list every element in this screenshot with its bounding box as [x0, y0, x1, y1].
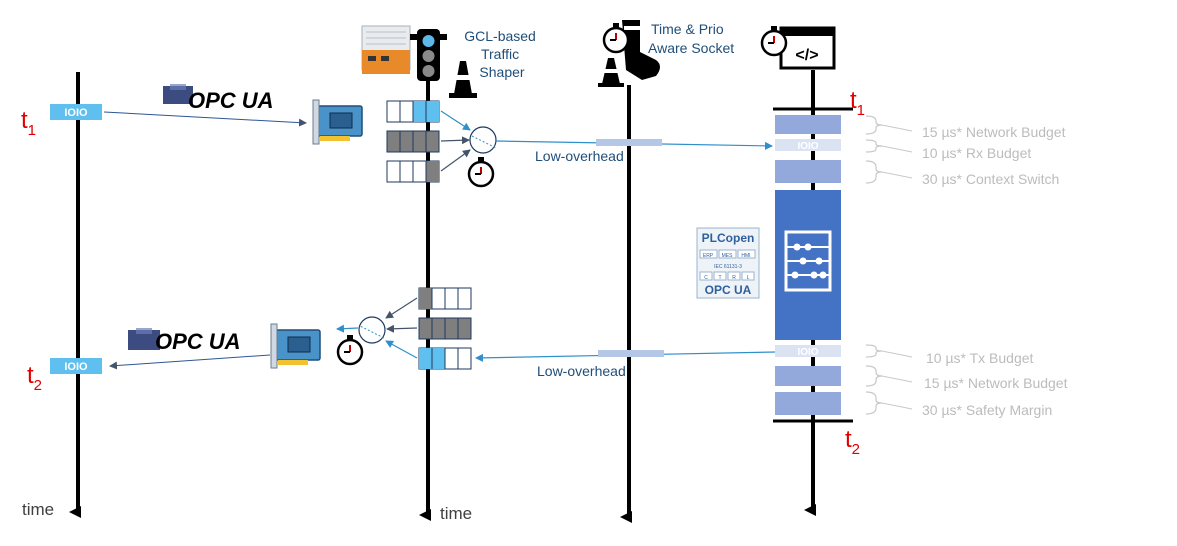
shaper-label: GCL-based Traffic Shaper [464, 28, 539, 80]
code-window-icon: </> [779, 26, 836, 70]
opcua-logo-bottom: OPC UA [128, 328, 241, 354]
t2-left-label: t2 [27, 362, 42, 394]
budget-label-safety-margin: 30 µs* Safety Margin [922, 402, 1052, 418]
nic-card-icon [312, 99, 363, 145]
traffic-light-icon [410, 29, 447, 81]
bar-network-budget-in [775, 115, 841, 134]
queue-top-2 [386, 130, 440, 153]
arrow-packet-to-nic [103, 111, 307, 127]
budget-label-rx: 10 µs* Rx Budget [922, 145, 1031, 161]
budget-label-network-out: 15 µs* Network Budget [924, 375, 1068, 391]
socket-label: Time & Prio Aware Socket [648, 21, 734, 56]
svg-text:OPC UA: OPC UA [188, 88, 274, 113]
svg-text:T: T [718, 275, 721, 281]
budget-label-network-in: 15 µs* Network Budget [922, 124, 1066, 140]
bar-rx-packet [775, 139, 841, 151]
plcopen-title: PLCopen [702, 231, 755, 245]
bar-tx-packet [775, 345, 841, 357]
socket-slot-tx [598, 350, 664, 357]
svg-text:HMI: HMI [741, 253, 750, 259]
traffic-cone-icon [449, 61, 477, 98]
socket-slot-rx [596, 139, 662, 146]
plcopen-footer: OPC UA [705, 283, 752, 297]
bar-network-budget-out [775, 366, 841, 386]
svg-text:R: R [732, 275, 736, 281]
packet-t2-label: IOIO [64, 361, 88, 373]
budget-label-tx: 10 µs* Tx Budget [926, 350, 1034, 366]
stopwatch-icon [467, 155, 495, 188]
svg-text:MES: MES [722, 253, 734, 259]
packet-t1 [50, 104, 102, 120]
queue-top-3 [386, 160, 440, 183]
svg-text:ERP: ERP [703, 253, 714, 259]
time-label-mid: time [440, 504, 472, 523]
bar-tx-packet-label: IOIO [797, 347, 818, 358]
opcua-logo-top: OPC UA [163, 84, 274, 113]
packet-t2 [50, 358, 102, 374]
queue-bottom-1 [418, 287, 472, 310]
packet-t1-label: IOIO [64, 107, 88, 119]
svg-text:</>: </> [795, 47, 818, 64]
queue-top-1 [386, 100, 440, 123]
sock-icon [622, 20, 660, 80]
t1-left-label: t1 [21, 107, 36, 139]
svg-text:IEC 61131-3: IEC 61131-3 [714, 264, 742, 270]
nic-card-icon [270, 323, 321, 369]
low-overhead-label-bottom: Low-overhead [537, 363, 626, 379]
bar-rx-packet-label: IOIO [797, 141, 818, 152]
bar-safety-margin [775, 392, 841, 415]
t1-right-label: t1 [850, 87, 865, 119]
scheduler-gate-bottom [358, 316, 386, 344]
stopwatch-icon [336, 333, 364, 366]
budget-label-context-switch: 30 µs* Context Switch [922, 171, 1059, 187]
server-icon [361, 25, 411, 74]
svg-text:C: C [704, 275, 708, 281]
t2-right-label: t2 [845, 426, 860, 458]
abacus-icon [784, 230, 832, 292]
queue-bottom-2 [418, 317, 472, 340]
budget-braces [865, 115, 883, 415]
plcopen-badge: PLCopen ERP MES HMI IEC 61131-3 C T R L … [696, 227, 760, 299]
svg-text:OPC UA: OPC UA [155, 329, 241, 354]
queue-bottom-3 [418, 347, 472, 370]
time-label-left: time [22, 500, 54, 519]
scheduler-gate-top [469, 126, 497, 154]
arrow-nic-to-packet [109, 354, 271, 370]
traffic-cone-icon [598, 58, 624, 87]
svg-text:L: L [747, 275, 750, 281]
bar-context-switch [775, 160, 841, 183]
low-overhead-label-top: Low-overhead [535, 148, 624, 164]
